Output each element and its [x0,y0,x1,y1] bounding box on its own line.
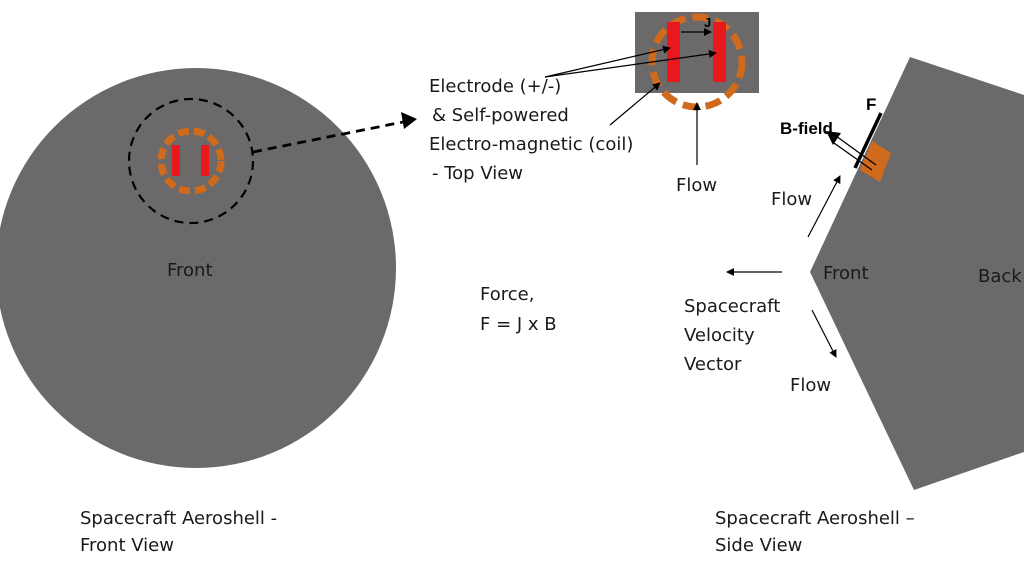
electrode-desc-line4: - Top View [432,163,523,184]
current-symbol: J [704,15,711,30]
electrode-right-front [201,145,209,176]
b-field-label: B-field [780,119,833,138]
flow-lower-label: Flow [790,375,831,396]
flow-upper-label: Flow [771,189,812,210]
electrode-pointer-2 [544,50,717,78]
aeroshell-front-disc [0,68,396,468]
front-view-caption-line1: Spacecraft Aeroshell - [80,508,277,529]
force-arrow [853,112,883,169]
force-label-line2: F = J x B [480,314,557,335]
flow-top-view-label: Flow [676,175,717,196]
b-field-arrow-line-a [835,135,877,166]
coil-ring-front [157,127,225,195]
electrode-desc-line3: Electro-magnetic (coil) [429,134,633,155]
front-view-center-label: Front [167,260,213,281]
electrode-desc-line1: Electrode (+/-) [429,76,561,97]
zoom-arrow [252,119,409,154]
electrode-left-front [172,145,180,176]
front-view-caption-line2: Front View [80,535,174,556]
electrode-left-top-view [667,22,680,82]
force-symbol: F [866,95,876,114]
electrode-right-top-view [713,22,726,82]
velocity-label-line3: Vector [684,354,742,375]
side-view-caption-line1: Spacecraft Aeroshell – [715,508,915,529]
coil-pointer [609,82,661,126]
b-field-arrow-head [826,131,841,145]
velocity-label-line2: Velocity [684,325,755,346]
flow-arrow-lower [811,309,837,358]
side-view-back-label: Back [978,266,1022,287]
side-view-caption-line2: Side View [715,535,802,556]
zoom-region-circle [127,97,255,225]
electrode-desc-line2: & Self-powered [432,105,569,126]
electrode-pointer-1 [544,45,671,78]
side-view-front-label: Front [823,263,869,284]
force-label-line1: Force, [480,284,534,305]
velocity-label-line1: Spacecraft [684,296,780,317]
zoom-arrow-head [401,112,417,129]
b-field-arrow-line-b [833,142,873,171]
coil-side-view [860,141,891,182]
flow-arrow-upper [807,175,841,238]
